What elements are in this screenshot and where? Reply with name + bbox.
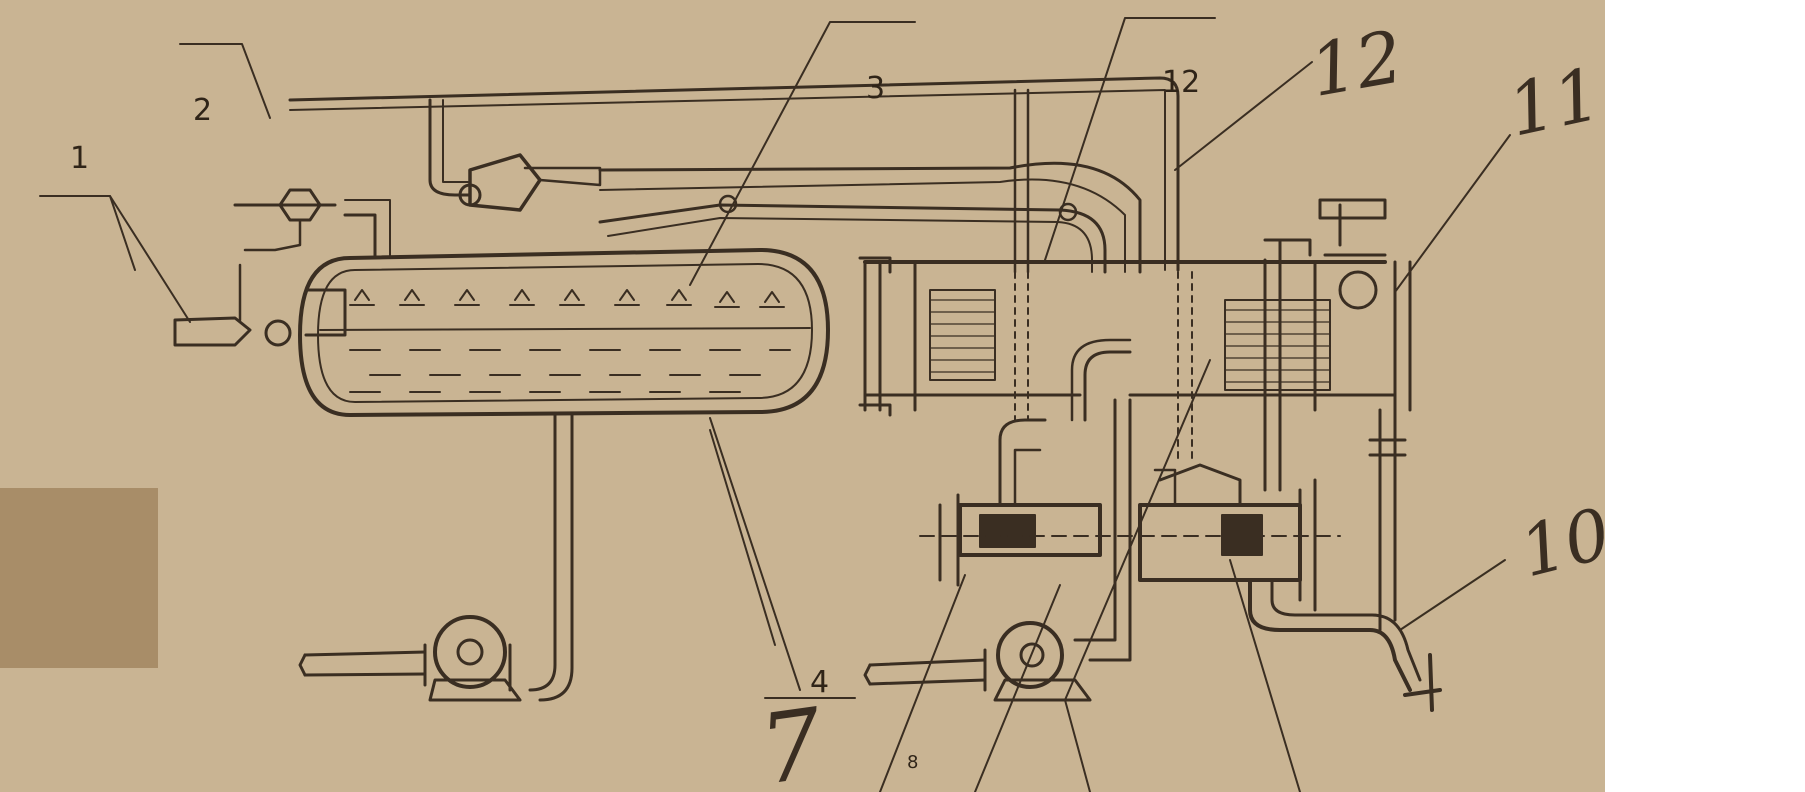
- left-tube-bundle: [929, 289, 996, 381]
- water-dashes: [349, 349, 791, 393]
- left-cross-valve: [468, 153, 542, 212]
- right-turbine-flanges: [1298, 478, 1317, 612]
- left-gauge-assembly: [173, 316, 252, 347]
- label-2: 2: [193, 93, 212, 128]
- hook-pipe: [1083, 350, 1132, 422]
- middle-pump-base: [993, 678, 1092, 702]
- right-turbine-upper: [1158, 463, 1242, 507]
- right-vertical-top: [1263, 238, 1312, 257]
- drum-downcomer: [528, 413, 557, 692]
- top-right-gauge-dial: [1338, 270, 1378, 310]
- middle-pump-outlet: [1073, 398, 1132, 662]
- discharge-line-inner: [1270, 578, 1422, 682]
- right-tube-bundle: [1224, 299, 1331, 391]
- right-tube-bundle-lines: [1224, 309, 1331, 383]
- handwritten-12: 12: [1304, 14, 1409, 113]
- left-pump-base: [428, 678, 522, 702]
- left-valve-handwheel: [458, 183, 482, 207]
- middle-pump-riser-inner: [1013, 448, 1042, 507]
- top-right-gauge-body: [1318, 198, 1387, 220]
- drum-downcomer-inner: [538, 413, 574, 702]
- leader-12: [1174, 61, 1313, 171]
- drum-water-line: [319, 327, 811, 331]
- discharge-line: [1248, 578, 1412, 692]
- leader-11: [1394, 134, 1511, 293]
- label-4: 4: [810, 665, 829, 700]
- right-tall-pipe: [1378, 408, 1397, 632]
- leader-8: [1044, 17, 1216, 261]
- pipe-2-leader: [179, 43, 271, 119]
- handwritten-11: 11: [1501, 51, 1608, 152]
- label-1: 1: [70, 141, 89, 176]
- pipe-1-leader-2: [109, 195, 136, 271]
- left-tube-bundle-lines: [929, 299, 996, 373]
- left-pump-suction: [303, 650, 427, 677]
- leader-bottom-a: [879, 574, 966, 792]
- middle-pump-casing: [958, 503, 1102, 557]
- branch-to-left-valve-inner: [442, 99, 469, 183]
- middle-pump-riser: [998, 418, 1047, 507]
- middle-pump-flanges: [938, 493, 960, 587]
- label-12-printed: 12: [1162, 65, 1200, 100]
- leader-4: [709, 417, 801, 691]
- leader-7: [709, 429, 776, 646]
- right-turbine-rotor: [1221, 514, 1263, 556]
- leader-3: [689, 21, 916, 286]
- leader-bottom-b: [974, 584, 1061, 792]
- middle-pump-rotor: [979, 514, 1036, 548]
- left-pump-impeller: [456, 638, 484, 666]
- valve-to-drum-pipe: [523, 166, 602, 187]
- diagram-ink: [39, 17, 1511, 792]
- left-vessel-flange: [863, 260, 917, 412]
- label-3: 3: [866, 71, 885, 106]
- middle-suction: [868, 658, 987, 686]
- left-gauge-knob: [264, 319, 292, 347]
- right-vessel-wall: [1313, 260, 1412, 412]
- right-turbine-nozzle: [1153, 468, 1177, 507]
- leader-bottom-d: [1064, 359, 1211, 792]
- label-8: 8: [907, 752, 918, 773]
- branch-to-left-valve: [428, 98, 472, 197]
- middle-pump-volute: [996, 621, 1064, 689]
- dark-swatch: [0, 488, 158, 668]
- left-pump-suction-end: [298, 653, 307, 677]
- leader-10: [1399, 559, 1506, 631]
- right-tall-flanges: [1368, 438, 1407, 457]
- right-margin: [1605, 0, 1805, 792]
- middle-pump-impeller: [1019, 642, 1045, 668]
- left-vessel-caps: [858, 256, 892, 417]
- middle-suction-end: [863, 663, 872, 686]
- left-pump-flange: [423, 643, 512, 692]
- horizontal-drum: [298, 248, 830, 417]
- left-valve-stem: [243, 218, 302, 252]
- hook-pipe-inner: [1070, 338, 1132, 422]
- spray-nozzles: [349, 289, 785, 308]
- left-top-valve: [233, 188, 337, 222]
- drum-top-nozzle-inner: [344, 199, 391, 259]
- leader-bottom-c: [1229, 559, 1301, 792]
- upper-connecting-pipe-inner: [599, 178, 1126, 273]
- upper-connecting-pipe: [598, 161, 1142, 274]
- left-pump-volute: [433, 615, 507, 689]
- top-steam-pipe: [288, 76, 1180, 272]
- drum-inner-wall: [317, 263, 813, 403]
- top-steam-pipe-inner: [289, 89, 1166, 271]
- right-vertical-pipe: [1263, 238, 1282, 492]
- discharge-flange: [1403, 653, 1442, 712]
- drum-top-nozzle: [343, 213, 377, 260]
- drum-baffle: [304, 288, 347, 337]
